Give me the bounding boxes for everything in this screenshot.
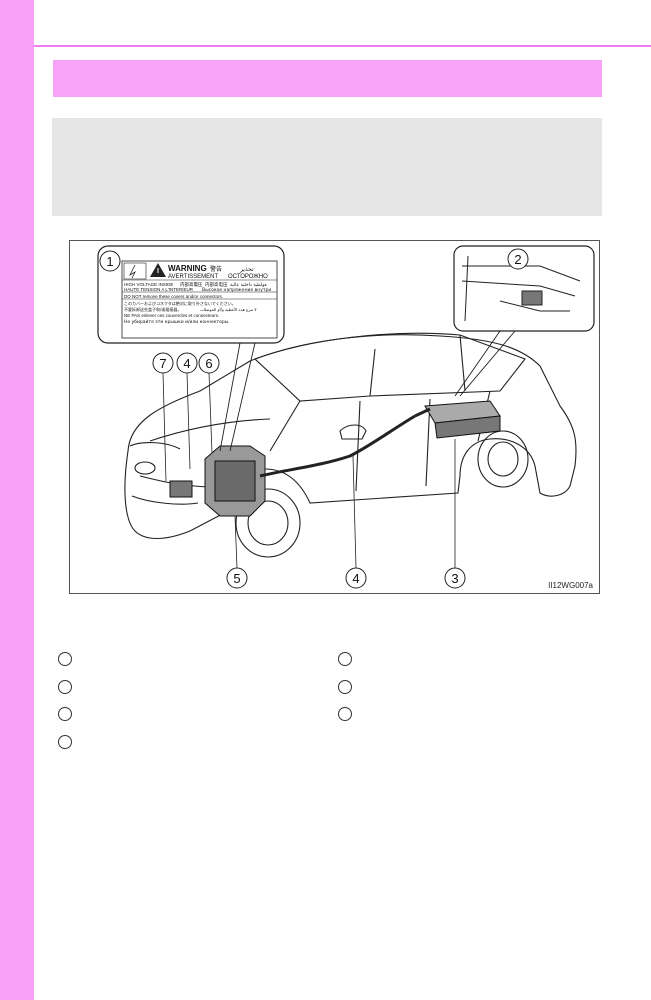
avertissement-text: AVERTISSEMENT	[168, 274, 218, 280]
ru-do-not-remove: Не убирайте эти крышки и/или коннекторы.	[124, 318, 230, 325]
figure-code: II12WG007a	[548, 581, 593, 590]
section-title-bar	[53, 60, 602, 97]
jp-high-voltage: 内部高電圧	[180, 281, 203, 288]
svg-text:7: 7	[159, 356, 166, 371]
cn-do-not-remove: 不要拆卸这些盖子和/或插接器。	[124, 306, 181, 312]
note-box	[52, 118, 602, 216]
russian-warning: ОСТОРОЖНО	[228, 274, 268, 280]
svg-text:6: 6	[205, 356, 212, 371]
callout-6: 6	[198, 352, 220, 454]
callout-5: 5	[226, 515, 248, 589]
ne-pas-enlever-text: NE PAS enlever ces couvercles et connect…	[124, 313, 219, 318]
high-voltage-text: HIGH VOLTAGE INSIDE	[124, 282, 173, 287]
legend-marker-2	[58, 680, 74, 696]
svg-text:2: 2	[514, 252, 521, 267]
cn-high-voltage: 内部高电压	[205, 281, 228, 288]
legend-marker-5	[338, 652, 354, 668]
ar-do-not-remove: لا تنزع هذه الأغطية و/أو الموصلات	[200, 307, 257, 312]
svg-text:4: 4	[352, 571, 359, 586]
kanji-warning: 警告	[210, 265, 222, 273]
hybrid-system-figure: WARNING 警告 تحذير AVERTISSEMENT ОСТОРОЖНО…	[69, 240, 600, 594]
callout-3: 3	[444, 439, 466, 589]
side-band	[0, 0, 34, 1000]
svg-text:1: 1	[106, 254, 113, 269]
callout-1: 1	[99, 250, 121, 272]
legend-marker-4	[58, 735, 74, 751]
legend-marker-3	[58, 707, 74, 723]
arabic-warning: تحذير	[239, 266, 254, 273]
callout-4b: 4	[345, 455, 367, 589]
callout-4a: 4	[176, 352, 198, 470]
car-illustration: WARNING 警告 تحذير AVERTISSEMENT ОСТОРОЖНО…	[97, 245, 595, 589]
svg-text:3: 3	[451, 571, 458, 586]
ar-high-voltage: فولطية داخلية عالية	[230, 283, 267, 288]
ru-high-voltage: Высокое напряжение внутри	[202, 287, 271, 293]
callout-7: 7	[152, 352, 174, 482]
haute-tension-text: HAUTE TENSION A L'INTERIEUR	[124, 287, 194, 292]
legend-marker-1	[58, 652, 74, 668]
svg-text:4: 4	[183, 356, 190, 371]
svg-text:5: 5	[233, 571, 240, 586]
legend-marker-7	[338, 707, 354, 723]
jp-do-not-remove: このカバーおよびコネクタは絶対に取り外さないでください。	[124, 300, 236, 306]
do-not-remove-text: DO NOT remove these covers and/or connec…	[124, 294, 223, 299]
legend-marker-6	[338, 680, 354, 696]
warning-text: WARNING	[168, 264, 207, 273]
callout-2: 2	[507, 248, 529, 270]
header-rule	[34, 45, 651, 47]
